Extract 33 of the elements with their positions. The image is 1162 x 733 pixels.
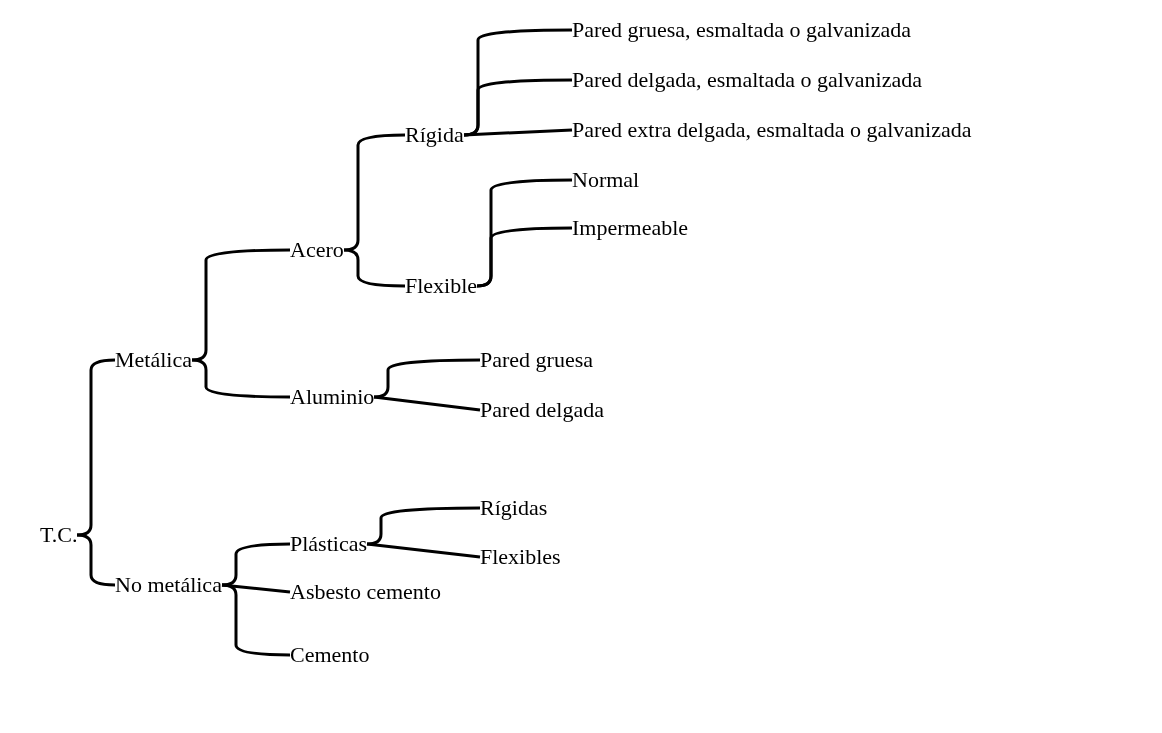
tree-label: Flexibles: [480, 544, 561, 570]
tree-label: Asbesto cemento: [290, 579, 441, 605]
brace-connector: [76, 533, 116, 587]
tree-label: Metálica: [115, 347, 192, 373]
brace-connector: [221, 542, 290, 587]
brace-connector: [366, 506, 480, 546]
tree-label: T.C.: [40, 522, 78, 548]
brace-connector: [366, 542, 481, 559]
tree-label: Rígida: [405, 122, 464, 148]
tree-label: Flexible: [405, 273, 478, 299]
tree-label: Pared delgada: [480, 397, 604, 423]
tree-label: Cemento: [290, 642, 370, 668]
tree-label: No metálica: [115, 572, 222, 598]
tree-label: Pared extra delgada, esmaltada o galvanizada: [572, 117, 972, 143]
brace-connector: [191, 248, 290, 362]
tree-label: Rígidas: [480, 495, 548, 521]
tree-label: Pared gruesa: [480, 347, 593, 373]
brace-connector: [343, 248, 405, 288]
brace-connector: [463, 128, 573, 137]
brace-connector: [343, 133, 405, 252]
brace-connector: [191, 358, 290, 399]
tree-label: Pared delgada, esmaltada o galvanizada: [572, 67, 922, 93]
tree-label: Acero: [290, 237, 344, 263]
tree-label: Normal: [572, 167, 640, 193]
brace-connector: [373, 395, 481, 412]
tree-label: Pared gruesa, esmaltada o galvanizada: [572, 17, 911, 43]
brace-connector: [476, 226, 572, 288]
tree-label: Aluminio: [290, 384, 375, 410]
brace-connector: [76, 358, 116, 537]
tree-label: Plásticas: [290, 531, 367, 557]
brace-connector: [373, 358, 480, 399]
tree-label: Impermeable: [572, 215, 689, 241]
brace-connector: [221, 583, 290, 657]
